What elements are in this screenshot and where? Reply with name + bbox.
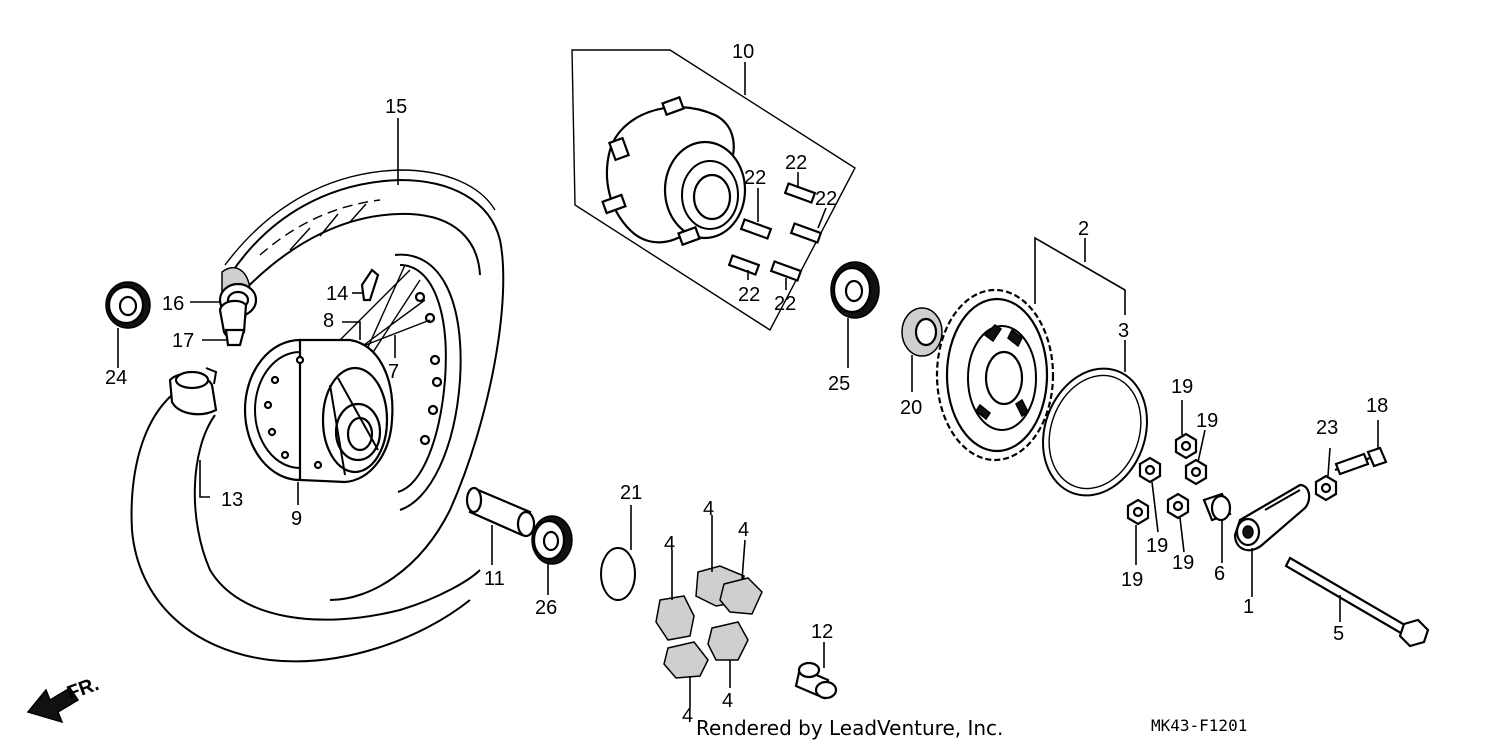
stud-bolts-drawing — [727, 182, 823, 282]
oil-seal-20-drawing — [901, 307, 943, 357]
callout-16: 16 — [162, 293, 184, 315]
front-direction-arrow: FR. — [26, 673, 102, 724]
ring-3-drawing — [1042, 367, 1148, 497]
rear-hub-drawing — [243, 338, 394, 484]
callout-4a: 4 — [703, 498, 714, 520]
callout-20: 20 — [900, 397, 922, 419]
callout-23: 23 — [1316, 417, 1338, 439]
callout-4c: 4 — [664, 533, 675, 555]
callout-17: 17 — [172, 330, 194, 352]
leader-lines — [117, 62, 1379, 708]
callout-22b: 22 — [785, 152, 807, 174]
diagram-code: MK43-F1201 — [1151, 716, 1248, 735]
bearing-25-drawing — [830, 261, 880, 319]
callout-22e: 22 — [774, 293, 796, 315]
callout-4b: 4 — [738, 519, 749, 541]
callout-4d: 4 — [722, 690, 733, 712]
callout-22c: 22 — [815, 188, 837, 210]
valve-drawing — [218, 268, 380, 347]
callout-7: 7 — [388, 361, 399, 383]
callout-5: 5 — [1333, 623, 1344, 645]
hub-flange-drawing — [571, 49, 856, 332]
callout-26: 26 — [535, 597, 557, 619]
callout-13: 13 — [221, 489, 243, 511]
callout-10: 10 — [732, 41, 754, 63]
callout-22d: 22 — [738, 284, 760, 306]
callout-labels: 1 2 3 4 4 4 4 4 5 6 7 8 9 10 11 12 13 14… — [105, 41, 1388, 727]
callout-15: 15 — [385, 96, 407, 118]
callout-14: 14 — [326, 283, 348, 305]
callout-4e: 4 — [682, 705, 693, 727]
callout-19e: 19 — [1172, 552, 1194, 574]
credit-text: Rendered by LeadVenture, Inc. — [696, 716, 1004, 740]
callout-2: 2 — [1078, 218, 1089, 240]
callout-19c: 19 — [1146, 535, 1168, 557]
sprocket-drawing — [935, 288, 1055, 462]
callout-9: 9 — [291, 508, 302, 530]
inner-tube-drawing — [130, 367, 481, 663]
bearing-24-drawing — [105, 281, 151, 329]
callout-21: 21 — [620, 482, 642, 504]
callout-3: 3 — [1118, 320, 1129, 342]
callout-22a: 22 — [744, 167, 766, 189]
callout-18: 18 — [1366, 395, 1388, 417]
axle-parts-drawing — [1202, 446, 1430, 648]
dampers-4-drawing — [655, 565, 763, 679]
callout-19d: 19 — [1121, 569, 1143, 591]
nuts-19-drawing — [1126, 432, 1208, 526]
callout-24: 24 — [105, 367, 127, 389]
callout-6: 6 — [1214, 563, 1225, 585]
callout-19b: 19 — [1196, 410, 1218, 432]
callout-1: 1 — [1243, 596, 1254, 618]
callout-12: 12 — [811, 621, 833, 643]
callout-19a: 19 — [1171, 376, 1193, 398]
callout-8: 8 — [323, 310, 334, 332]
callout-11: 11 — [484, 568, 505, 590]
spacer-bearing-drawing — [465, 486, 838, 700]
callout-25: 25 — [828, 373, 850, 395]
fr-label: FR. — [64, 673, 102, 705]
